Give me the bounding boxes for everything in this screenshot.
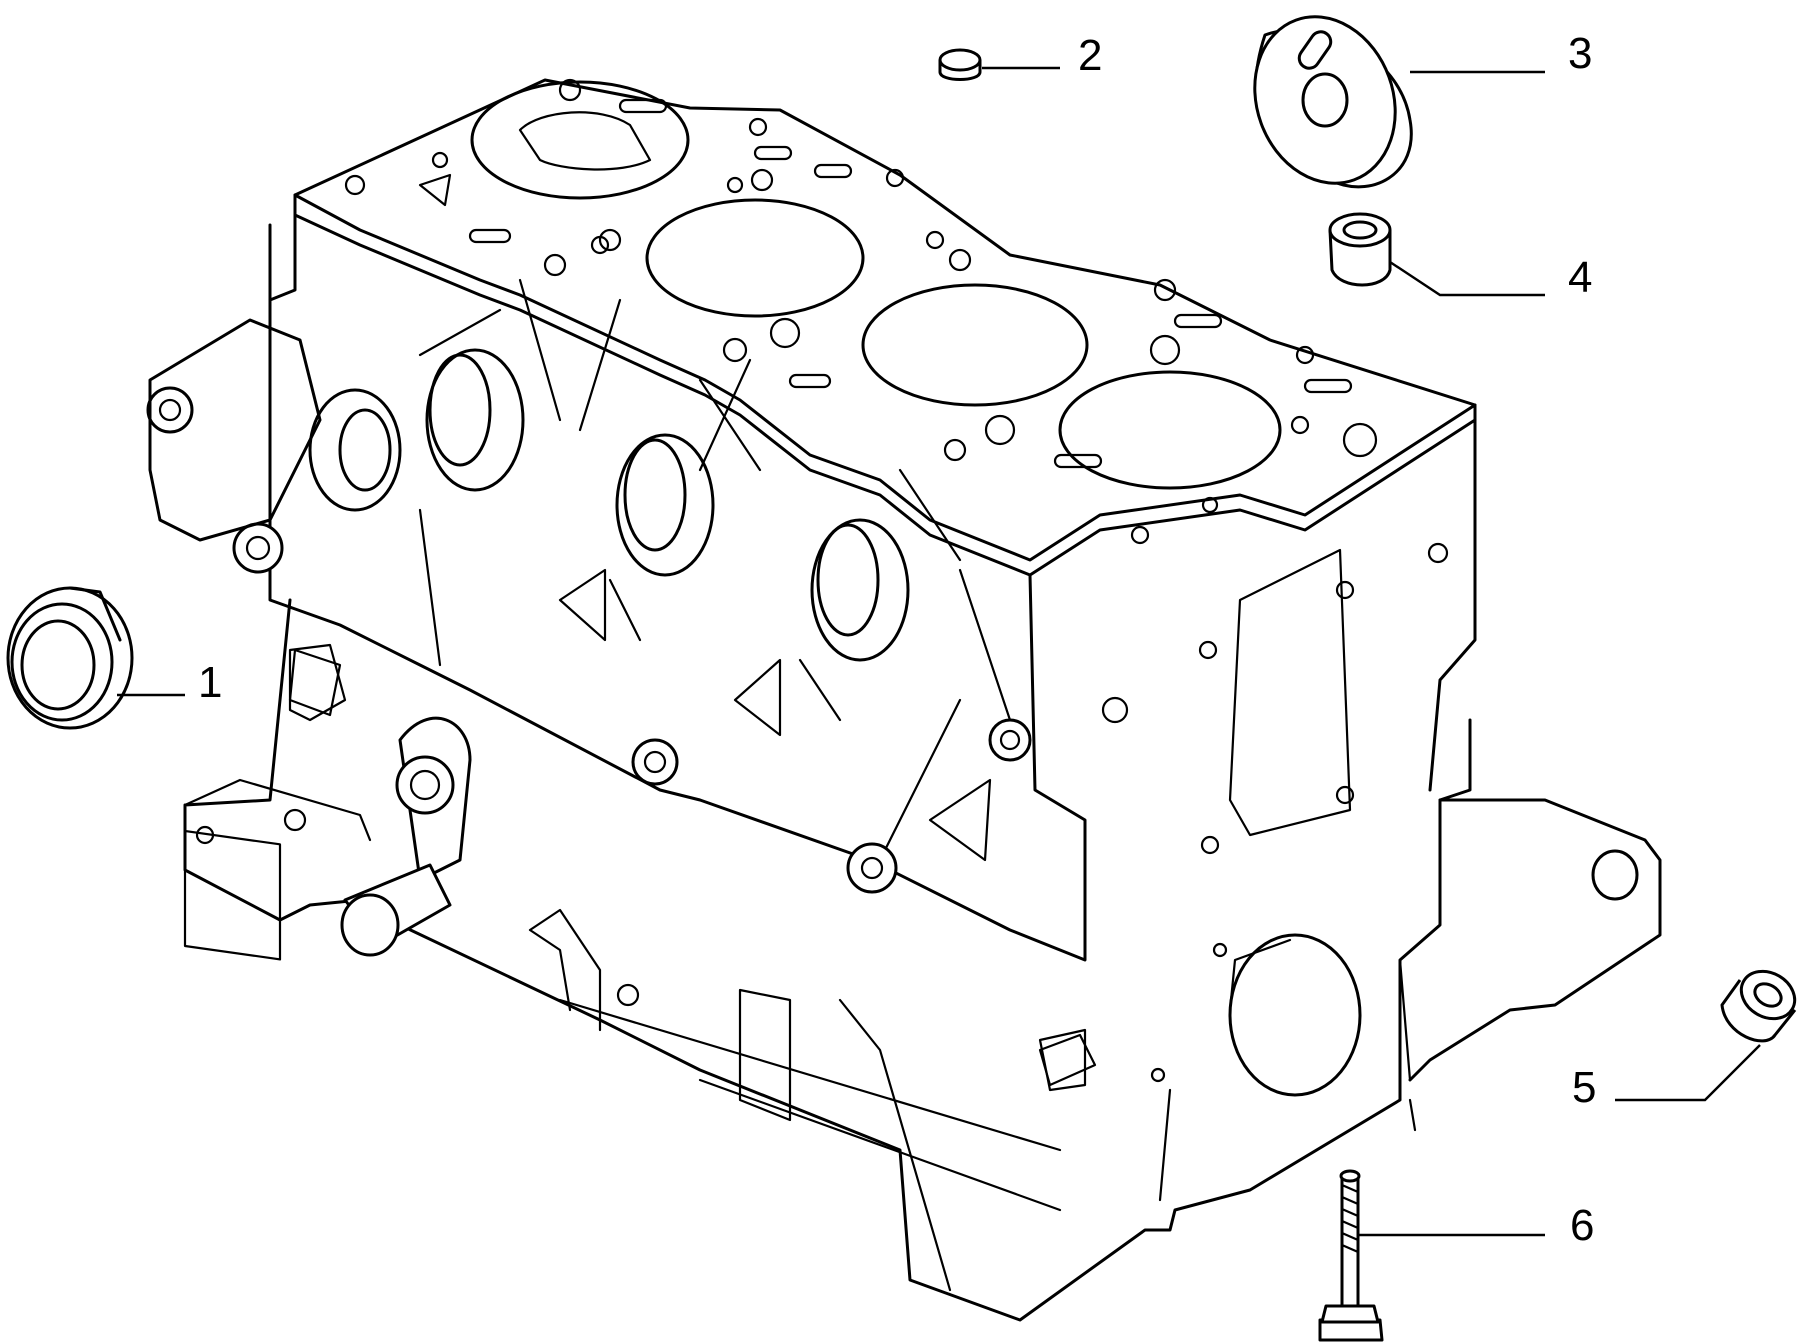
- callout-6: 6: [1570, 1201, 1594, 1250]
- engine-block: [146, 78, 1662, 1322]
- part-4-bushing: [1328, 212, 1392, 287]
- part-2-plug: [938, 48, 982, 81]
- part-5-bushing: [1720, 969, 1797, 1043]
- part-3-cover-disc: [1253, 15, 1413, 189]
- callout-labels: 1 2 3 4 5 6: [198, 29, 1596, 1250]
- leader-lines: [117, 66, 1761, 1237]
- leader-4: [1389, 260, 1545, 297]
- callout-3: 3: [1568, 29, 1592, 78]
- callout-2: 2: [1078, 31, 1102, 80]
- part-1-oil-seal: [6, 586, 134, 730]
- callout-5: 5: [1572, 1063, 1596, 1112]
- leader-5: [1615, 1044, 1761, 1102]
- callout-4: 4: [1568, 253, 1592, 302]
- part-6-bolt: [1318, 1169, 1384, 1342]
- callout-1: 1: [198, 658, 222, 707]
